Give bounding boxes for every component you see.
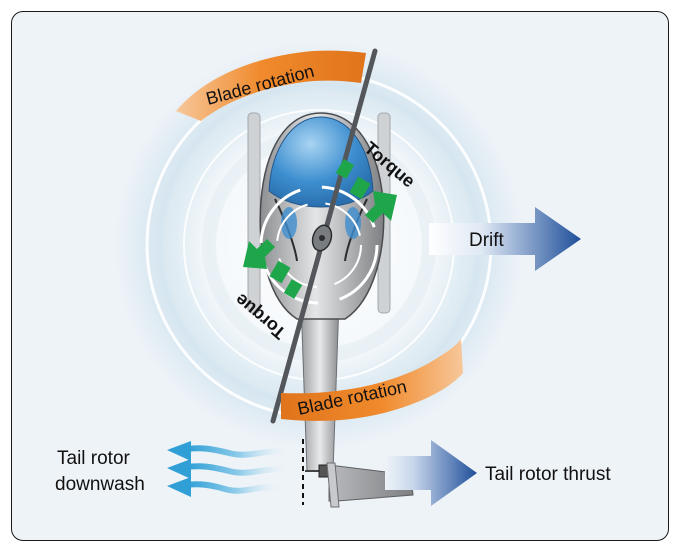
thrust-arrow-icon — [385, 440, 477, 506]
tail-rotor-downwash-label-line2: downwash — [55, 474, 145, 495]
canopy — [268, 116, 374, 208]
downwash-arrow-2-icon — [167, 459, 191, 479]
drift-arrow: Drift — [429, 207, 581, 271]
torque-arrow-left-icon — [243, 239, 275, 269]
drift-arrow-icon — [429, 207, 581, 271]
downwash-arrow-1-icon — [167, 441, 191, 461]
helicopter-torque-diagram: Blade rotation Blade rotation Torque Tor… — [114, 40, 611, 508]
tail-rotor-thrust-arrow: Tail rotor thrust — [385, 440, 611, 506]
tail-rotor-thrust-label: Tail rotor thrust — [485, 464, 611, 485]
downwash-arrow-3-icon — [167, 477, 191, 497]
drift-label: Drift — [469, 230, 505, 251]
tail-rotor-downwash-arrows — [167, 441, 294, 497]
main-rotor — [259, 48, 379, 424]
tail-boom — [300, 300, 340, 472]
torque-arrow-right-icon — [365, 191, 397, 223]
diagram-frame: Blade rotation Blade rotation Torque Tor… — [11, 11, 669, 541]
tail-rotor-downwash-label-line1: Tail rotor — [57, 448, 130, 469]
